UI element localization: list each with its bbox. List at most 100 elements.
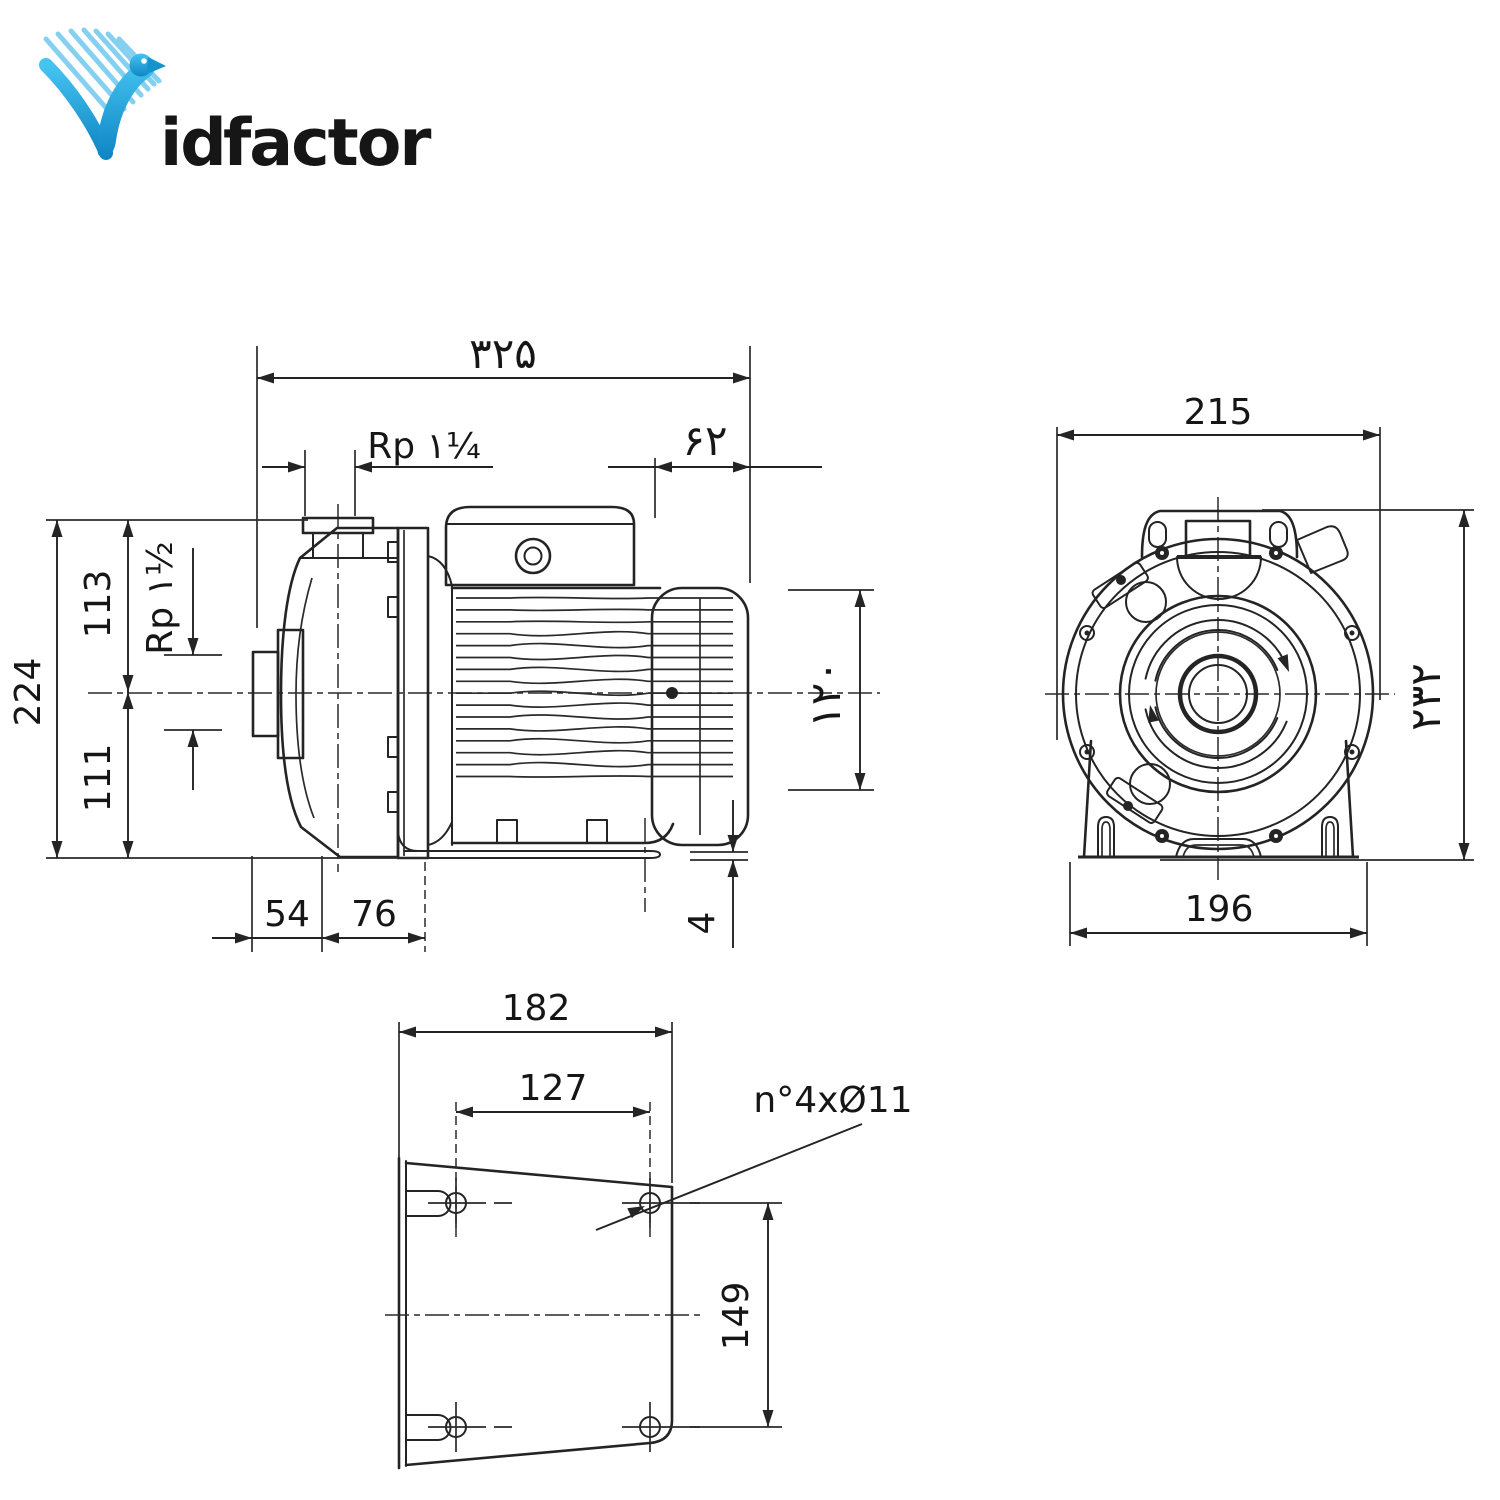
shaft-bore — [1177, 653, 1259, 735]
bottom-port — [1175, 838, 1262, 858]
dim-hole-spacing-width: 127 — [456, 1068, 650, 1113]
front-terminal-box — [1140, 509, 1299, 600]
dim-front-width-label: 215 — [1184, 392, 1253, 433]
dim-foot-length-label: 76 — [351, 894, 397, 935]
holes-note: n°4xØ11 — [595, 1080, 913, 1231]
motor-belly — [450, 822, 675, 845]
base-bracket-joint — [397, 831, 419, 852]
dim-height-bottom-label: 111 — [78, 744, 119, 813]
arrowhead — [399, 1026, 416, 1038]
bird-head — [129, 53, 153, 77]
dim-hole-spacing-width-label: 127 — [519, 1068, 588, 1109]
bearing-dome — [1176, 556, 1262, 600]
motor-outer-circle — [1061, 537, 1375, 851]
cooling-fin — [456, 702, 733, 708]
motor-foot-front — [496, 819, 518, 844]
cooling-fin — [456, 678, 733, 685]
cooling-fin — [456, 654, 733, 661]
arrowhead — [1363, 429, 1380, 441]
dim-front-base-width-label: 196 — [1185, 889, 1254, 930]
dim-motor-frame-height: ۱۲۰ — [788, 589, 874, 791]
front-base — [1078, 739, 1359, 859]
cooling-fin — [456, 714, 733, 720]
cooling-fin — [456, 666, 733, 673]
arrowhead — [627, 1206, 645, 1219]
arrowhead — [122, 520, 134, 537]
arrowhead — [187, 638, 199, 655]
pump-casing — [279, 526, 400, 859]
dim-front-height-label: ۲۳۲ — [1401, 663, 1450, 731]
bird-eye — [141, 58, 147, 64]
arrowhead — [733, 372, 750, 384]
dim-front-base-width: 196 — [1069, 862, 1368, 946]
cooling-fin — [456, 620, 733, 624]
cooling-fin — [456, 775, 733, 778]
dimension-arrowheads — [51, 372, 1470, 1427]
mounting-plate-drawing — [385, 1102, 700, 1470]
dim-rear-length-label: ۶۲ — [682, 416, 727, 465]
arrowhead — [122, 841, 134, 858]
arrowhead — [1148, 705, 1159, 723]
arrowhead — [322, 932, 339, 944]
arrowhead — [854, 773, 866, 790]
dim-hole-spacing-depth-label: 149 — [716, 1282, 757, 1351]
cooling-fin — [456, 630, 733, 637]
bottom-view: 182 127 n°4xØ11 149 — [385, 988, 913, 1470]
dim-plate-width: 182 — [398, 988, 673, 1183]
rotation-arrows — [1144, 619, 1288, 769]
logo-word-blue: id — [160, 106, 225, 181]
cooling-fin — [456, 642, 733, 649]
front-view: 215 ۲۳۲ 196 — [1045, 392, 1474, 946]
arrowhead — [51, 841, 63, 858]
arrowhead — [122, 692, 134, 709]
arrowhead — [655, 461, 672, 473]
foot-slot-left — [1097, 816, 1115, 858]
conduit-knockout — [1296, 525, 1349, 574]
clamp-lower-left — [1106, 763, 1171, 824]
lifting-lug-right — [1269, 521, 1288, 548]
arrowhead — [854, 590, 866, 607]
dim-plate-width-label: 182 — [502, 988, 571, 1029]
motor-foot-rear — [586, 819, 608, 844]
lantern-bracket — [427, 555, 453, 846]
discharge-flange — [301, 516, 375, 535]
suction-flange-face — [251, 650, 280, 738]
arrowhead — [1277, 654, 1289, 672]
suction-flange-neck — [276, 628, 305, 760]
motor-cooling-fins — [456, 596, 733, 778]
dim-front-height: ۲۳۲ — [1160, 509, 1474, 861]
flange-bolts — [1079, 546, 1360, 843]
bird-beak — [147, 57, 166, 74]
cooling-fin — [456, 690, 733, 697]
arrowhead — [408, 932, 425, 944]
cooling-fin — [456, 596, 733, 600]
cable-gland — [514, 537, 552, 575]
bird-icon — [39, 27, 166, 160]
side-view: ۳۲۵ Rp ۱¼ ۶۲ 224 113 111 — [8, 329, 880, 952]
dim-overall-length-label: ۳۲۵ — [469, 329, 537, 378]
wing-feathers — [43, 27, 162, 120]
arrowhead — [257, 372, 274, 384]
pump-side-drawing — [251, 505, 750, 860]
arrowhead — [187, 730, 199, 747]
dim-height-top-label: 113 — [78, 570, 119, 639]
dim-discharge-port-label: Rp ۱¼ — [367, 426, 481, 467]
arrowhead — [762, 1410, 774, 1427]
clamp-upper-left — [1091, 561, 1167, 623]
arrowhead — [1458, 510, 1470, 527]
holes-note-label: n°4xØ11 — [753, 1080, 912, 1121]
arrowhead — [762, 1203, 774, 1220]
dim-centerline-heights: 113 111 — [78, 520, 129, 858]
arrowhead — [727, 835, 739, 852]
dim-hole-spacing-depth: 149 — [690, 1202, 782, 1428]
dim-suction-port-label: Rp ۱½ — [140, 541, 181, 655]
dim-total-height: 224 — [8, 519, 480, 859]
arrowhead — [1458, 843, 1470, 860]
dim-foot-spacing: 54 76 — [212, 856, 426, 952]
arrowhead — [122, 675, 134, 692]
dim-foot-offset-label: 54 — [264, 894, 310, 935]
arrowhead — [1070, 927, 1087, 939]
dim-front-width: 215 — [1056, 392, 1381, 740]
vidfactor-logo: id factor — [39, 27, 433, 181]
